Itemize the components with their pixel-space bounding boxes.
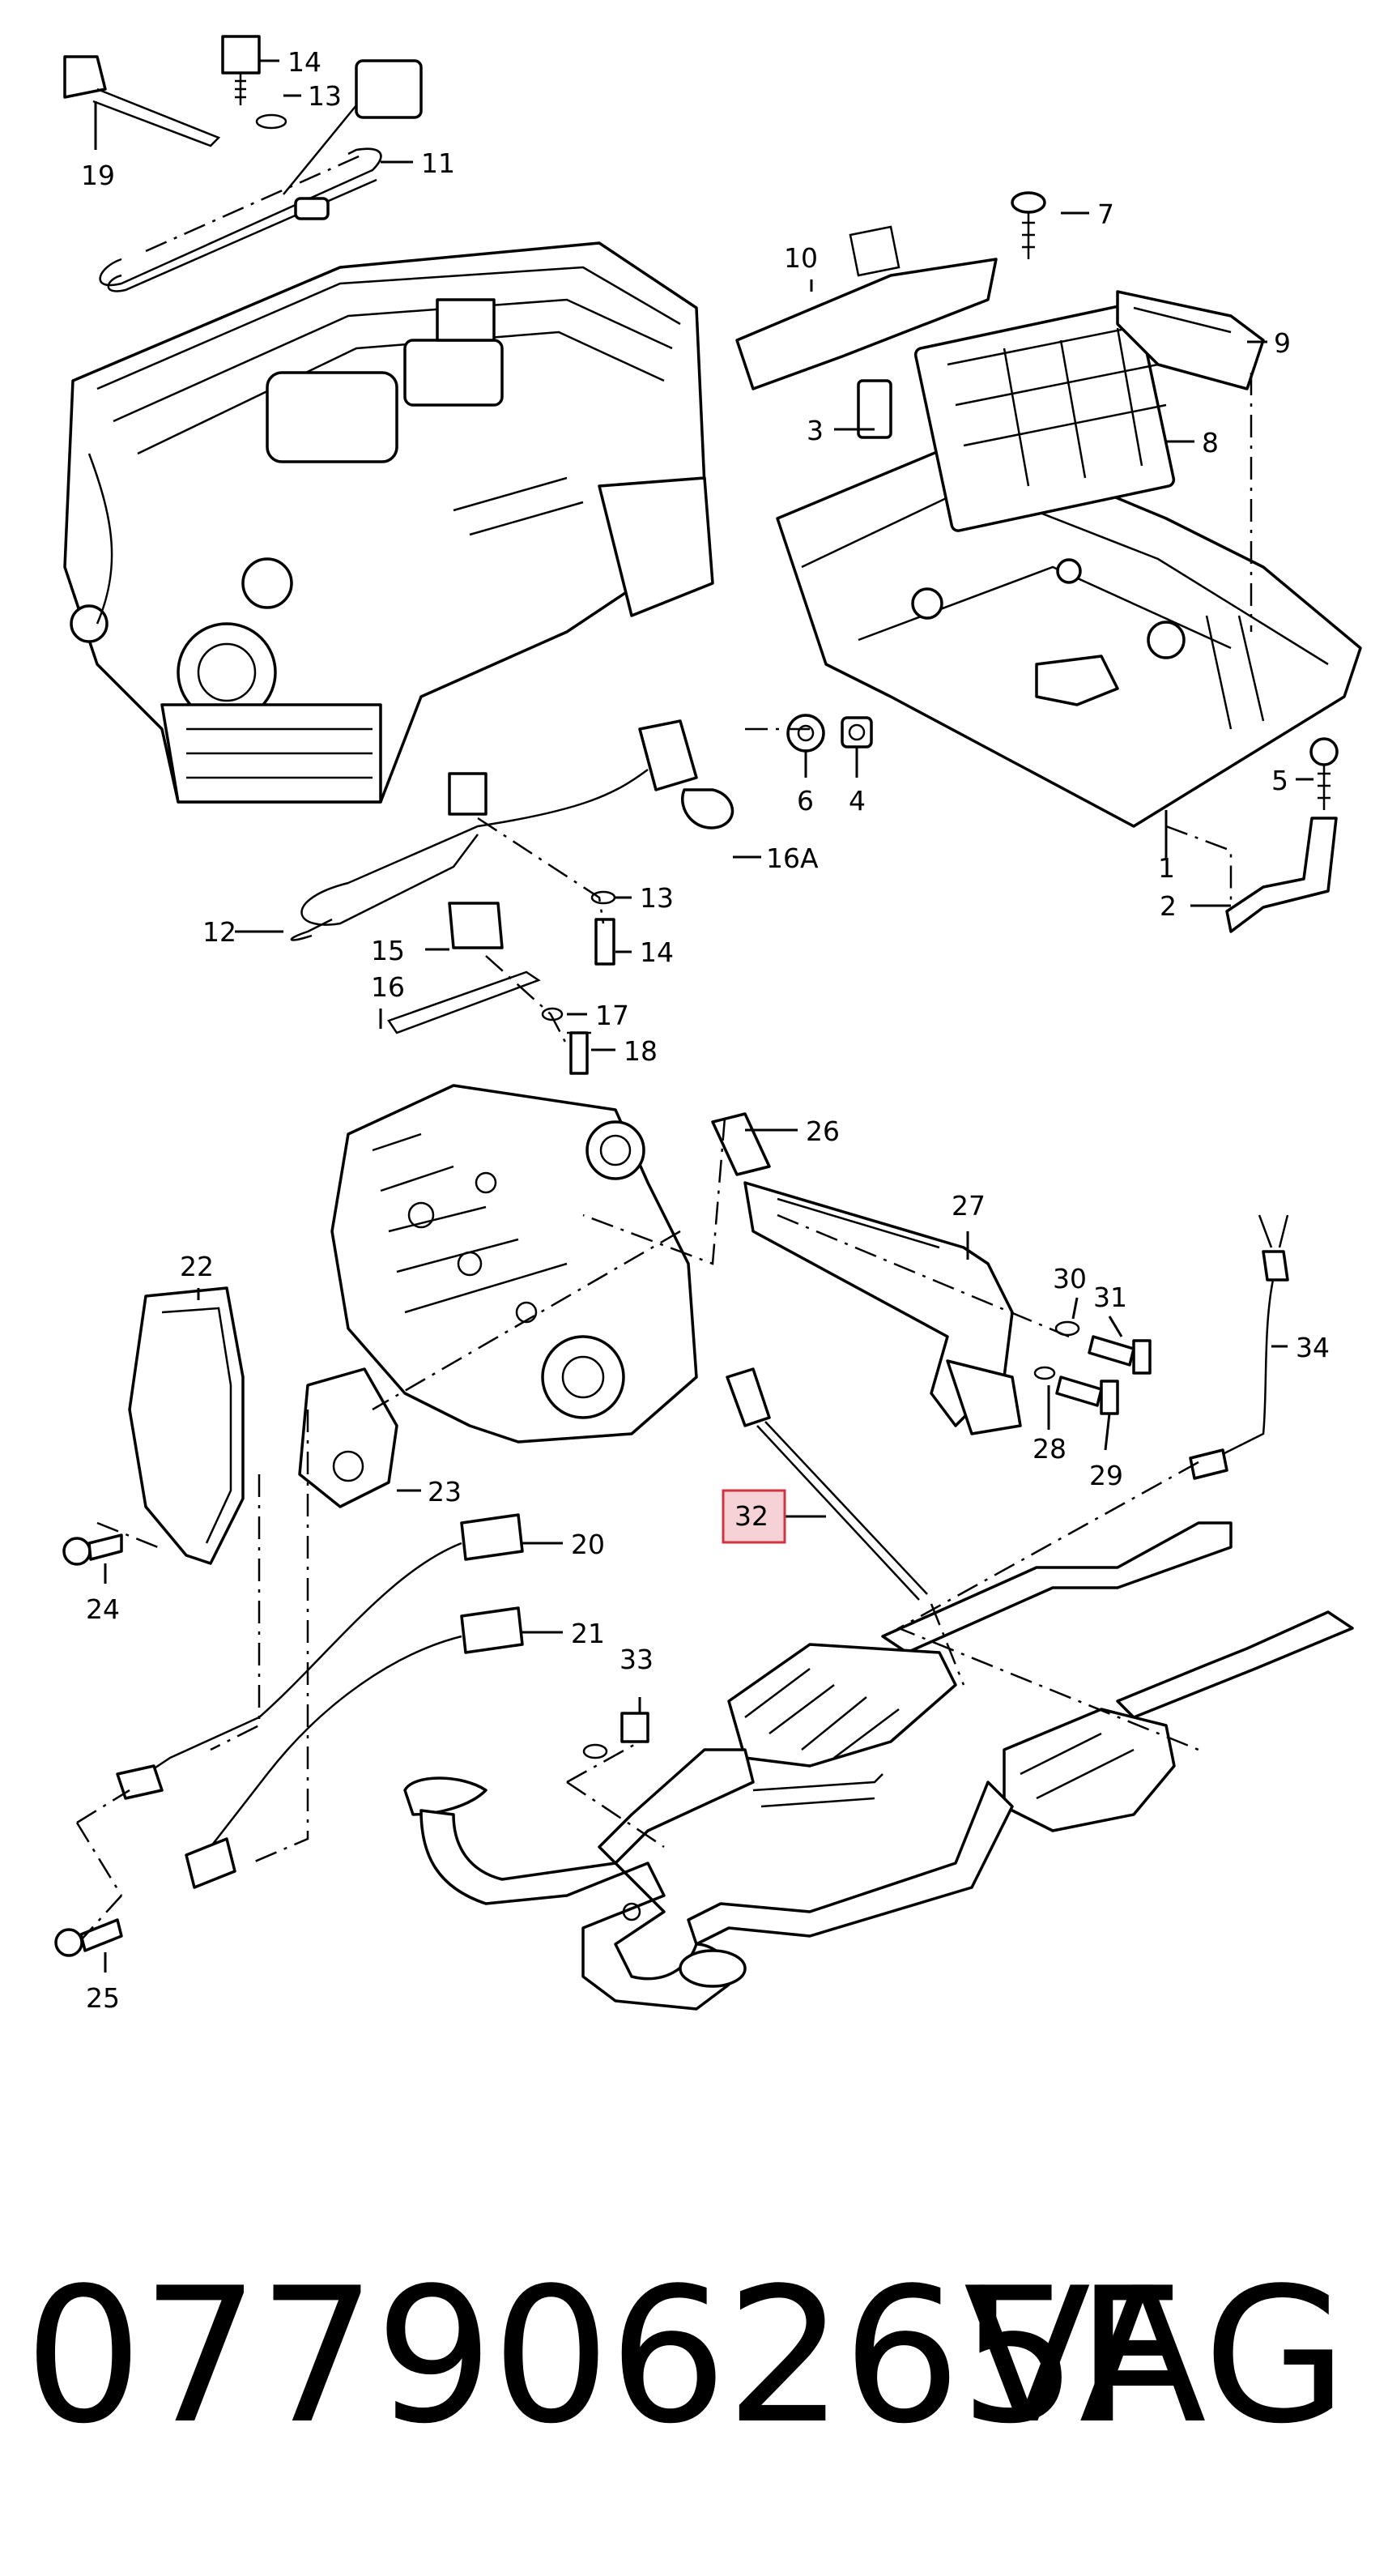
parts-diagram: 14 13 11 19 7 10 9 3 8 6 4 5 1 2 16A 13 … [54,35,1362,2014]
callout-30: 30 [1053,1263,1087,1294]
callout-32: 32 [734,1500,769,1532]
upper-harness-drawing [63,35,423,292]
callout-13-top: 13 [308,80,342,112]
callout-20: 20 [571,1529,605,1560]
control-unit-tray-drawing [735,191,1362,933]
callout-19: 19 [81,160,115,191]
callout-31: 31 [1093,1282,1127,1313]
callout-5: 5 [1271,765,1288,796]
callout-15: 15 [371,935,405,966]
callout-13-mid: 13 [640,882,674,914]
oxygen-sensor-32-drawing [726,1367,928,1601]
callout-17: 17 [595,1000,629,1031]
part-number: 077906265F [24,2249,1183,2465]
callout-24: 24 [86,1593,120,1625]
middle-harness-drawing [290,719,734,1075]
callout-26: 26 [806,1115,840,1147]
callout-12: 12 [202,916,236,948]
callout-27: 27 [952,1190,986,1222]
callout-28: 28 [1032,1433,1067,1465]
callout-16a: 16A [766,842,819,874]
transmission-drawing [62,1084,1152,1566]
sensor-34-drawing [1189,1214,1289,1480]
brand-name: VAG [963,2249,1348,2465]
exhaust-system-drawing [403,1521,1354,2011]
callout-22: 22 [180,1251,214,1282]
callout-16: 16 [371,971,405,1003]
callout-34: 34 [1296,1332,1330,1363]
highlight-box-32 [722,1489,786,1544]
callout-8: 8 [1202,427,1219,458]
callout-3: 3 [807,415,824,446]
callout-6: 6 [797,785,814,817]
callout-11: 11 [421,147,455,179]
callout-29: 29 [1089,1460,1123,1491]
callout-10: 10 [784,242,818,274]
callout-4: 4 [849,785,866,817]
callout-2: 2 [1160,890,1177,922]
callout-25: 25 [86,1982,120,2014]
callout-14-mid: 14 [640,936,674,968]
footer: 077906265F VAG [0,2236,1388,2479]
callout-23: 23 [428,1476,462,1508]
callout-14-top: 14 [287,46,321,78]
callout-labels: 14 13 11 19 7 10 9 3 8 6 4 5 1 2 16A 13 … [81,46,1330,2014]
leader-lines [94,59,1313,1973]
callout-33: 33 [619,1644,654,1675]
callout-21: 21 [571,1618,605,1649]
dash-lines [75,152,1253,1941]
callout-9: 9 [1274,327,1291,359]
callout-18: 18 [624,1035,658,1067]
engine-assembly-drawing [63,241,714,804]
callout-7: 7 [1097,198,1114,230]
lower-harness-drawing [54,1513,524,1957]
callout-1: 1 [1158,852,1175,884]
